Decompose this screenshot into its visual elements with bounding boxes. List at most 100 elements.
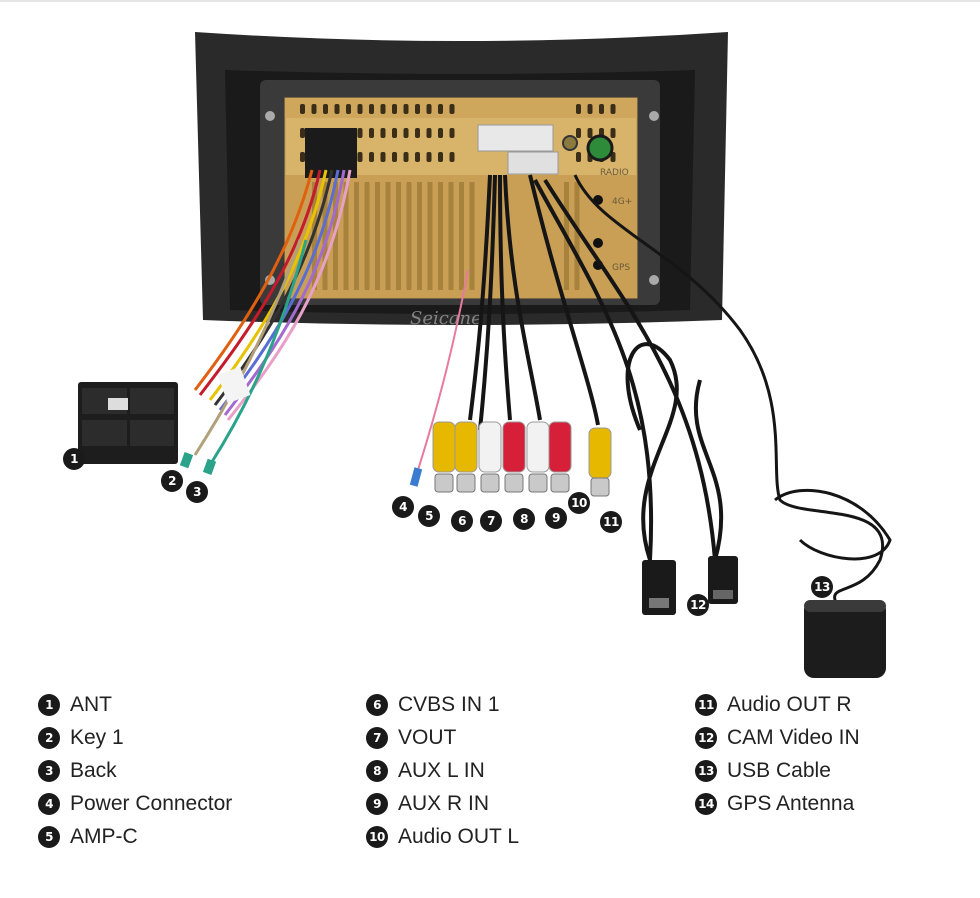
legend-item: 10 Audio OUT L — [366, 820, 519, 853]
vent-slot — [610, 128, 616, 138]
vent-slot — [380, 128, 386, 138]
vent-slot — [438, 128, 443, 138]
gps-label: GPS — [612, 263, 630, 273]
rca-plugs — [432, 421, 612, 497]
photo-marker-1: 1 — [63, 448, 85, 470]
vent-slot — [357, 152, 363, 162]
photo-marker-13: 13 — [811, 576, 833, 598]
vent-fin — [375, 182, 380, 290]
top-divider — [0, 0, 980, 2]
vent-slot — [392, 104, 397, 114]
vent-slot — [369, 128, 374, 138]
rca-plug — [478, 421, 502, 493]
vent-slot — [576, 104, 581, 114]
legend-item: 12 CAM Video IN — [695, 721, 860, 754]
legend-label: CAM Video IN — [727, 725, 860, 749]
vent-slot — [449, 152, 455, 162]
vent-fin — [469, 182, 475, 290]
vent-fin — [354, 182, 359, 290]
legend-number: 3 — [38, 759, 60, 782]
photo-marker-4: 4 — [392, 496, 414, 518]
legend-number: 7 — [366, 726, 388, 749]
chassis-vents — [300, 104, 616, 290]
radio-label: RADIO — [600, 168, 629, 178]
vent-fin — [385, 182, 391, 290]
legend-item: 5 AMP-C — [38, 820, 232, 853]
legend-number: 8 — [366, 759, 388, 782]
rca-cables — [417, 174, 600, 471]
legend-number: 4 — [38, 792, 60, 815]
vent-slot — [576, 128, 581, 138]
vent-slot — [415, 152, 420, 162]
rca-plug — [454, 421, 478, 493]
vent-slot — [426, 152, 432, 162]
legend-number: 13 — [695, 759, 717, 782]
gps-antenna-puck — [804, 600, 886, 678]
legend-label: GPS Antenna — [727, 791, 855, 815]
photo-marker-6: 6 — [451, 510, 473, 532]
photo-marker-8: 8 — [513, 508, 535, 530]
legend-number: 12 — [695, 726, 717, 749]
vent-slot — [392, 128, 397, 138]
vent-fin — [364, 182, 370, 290]
vent-fin — [343, 182, 349, 290]
legend-label: Back — [70, 758, 117, 782]
vent-slot — [300, 152, 305, 162]
legend-item: 9 AUX R IN — [366, 787, 519, 820]
rca-plug — [432, 421, 456, 493]
brand-watermark: Seicane — [410, 308, 482, 329]
legend-label: AUX R IN — [398, 791, 490, 815]
vent-slot — [380, 152, 386, 162]
vent-slot — [311, 104, 317, 114]
vent-fin — [438, 182, 443, 290]
legend-label: AMP-C — [70, 824, 138, 848]
vent-fin — [396, 182, 401, 290]
gps-cable — [573, 174, 885, 611]
photo-marker-2: 2 — [161, 470, 183, 492]
vent-slot — [426, 128, 432, 138]
vent-fin — [312, 182, 317, 290]
vent-slot — [415, 128, 420, 138]
product-photo: RADIO 4G+ GPS Seicane — [78, 32, 892, 678]
vent-slot — [346, 104, 351, 114]
legend-number: 5 — [38, 825, 60, 848]
iso-connector — [78, 382, 178, 464]
vent-slot — [300, 128, 305, 138]
legend-number: 6 — [366, 693, 388, 716]
vent-slot — [403, 128, 409, 138]
legend-label: Audio OUT L — [398, 824, 520, 848]
photo-marker-9: 9 — [545, 507, 567, 529]
av-socket — [477, 124, 554, 152]
vent-slot — [449, 104, 455, 114]
legend-number: 10 — [366, 825, 388, 848]
vent-slot — [587, 104, 593, 114]
vent-slot — [369, 152, 374, 162]
vent-slot — [300, 104, 305, 114]
vent-fin — [448, 182, 454, 290]
vent-slot — [357, 104, 363, 114]
vent-slot — [380, 104, 386, 114]
vent-slot — [610, 104, 616, 114]
vent-fin — [322, 182, 328, 290]
legend-label: Key 1 — [70, 725, 124, 749]
legend-number: 2 — [38, 726, 60, 749]
legend-number: 9 — [366, 792, 388, 815]
vent-slot — [449, 128, 455, 138]
legend-label: Audio OUT R — [727, 692, 852, 716]
vent-fin — [459, 182, 464, 290]
vent-slot — [599, 104, 604, 114]
gps-socket-green — [586, 134, 614, 162]
photo-marker-10: 10 — [568, 492, 590, 514]
usb-cables — [533, 178, 724, 561]
vent-slot — [334, 104, 340, 114]
rca-plug — [588, 427, 612, 497]
vent-slot — [576, 152, 581, 162]
vent-fin — [417, 182, 422, 290]
